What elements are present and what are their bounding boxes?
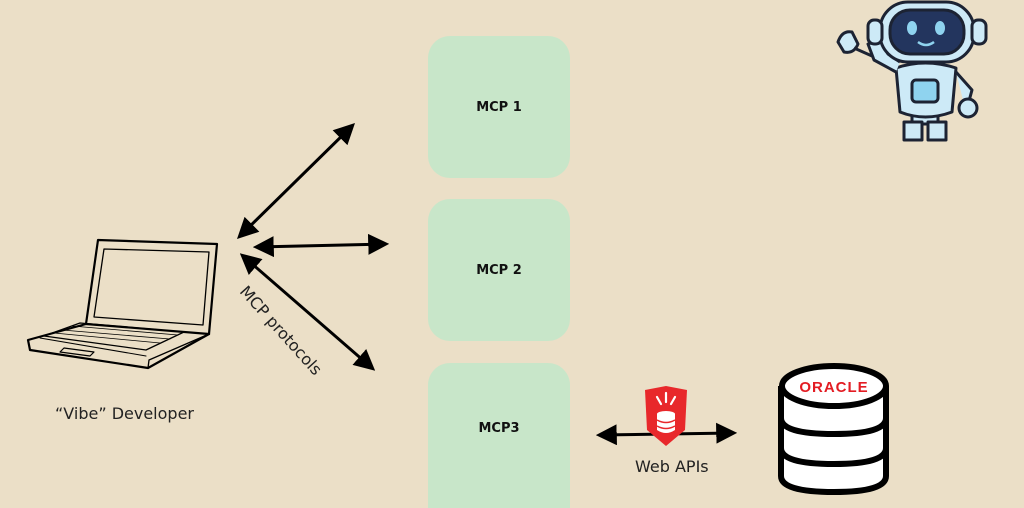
laptop-icon bbox=[26, 238, 219, 370]
mcp-server-1-label: MCP 1 bbox=[476, 99, 522, 115]
api-shield-icon bbox=[645, 386, 687, 446]
web-api-caption: Web APIs bbox=[635, 457, 709, 476]
mcp-server-3: MCP3 bbox=[428, 363, 570, 508]
arrow-to-mcp2 bbox=[252, 233, 390, 258]
mcp-server-2-label: MCP 2 bbox=[476, 262, 522, 278]
mcp-server-3-label: MCP3 bbox=[478, 421, 520, 436]
oracle-logo: ORACLE bbox=[799, 379, 868, 396]
database-icon bbox=[778, 363, 889, 496]
arrow-to-mcp1 bbox=[237, 123, 355, 239]
developer-caption: “Vibe” Developer bbox=[55, 404, 194, 423]
arrow-to-mcp3 bbox=[239, 253, 376, 371]
mcp-server-2: MCP 2 bbox=[428, 199, 570, 341]
robot-astronaut-icon bbox=[836, 0, 988, 142]
mcp-server-1: MCP 1 bbox=[428, 36, 570, 178]
